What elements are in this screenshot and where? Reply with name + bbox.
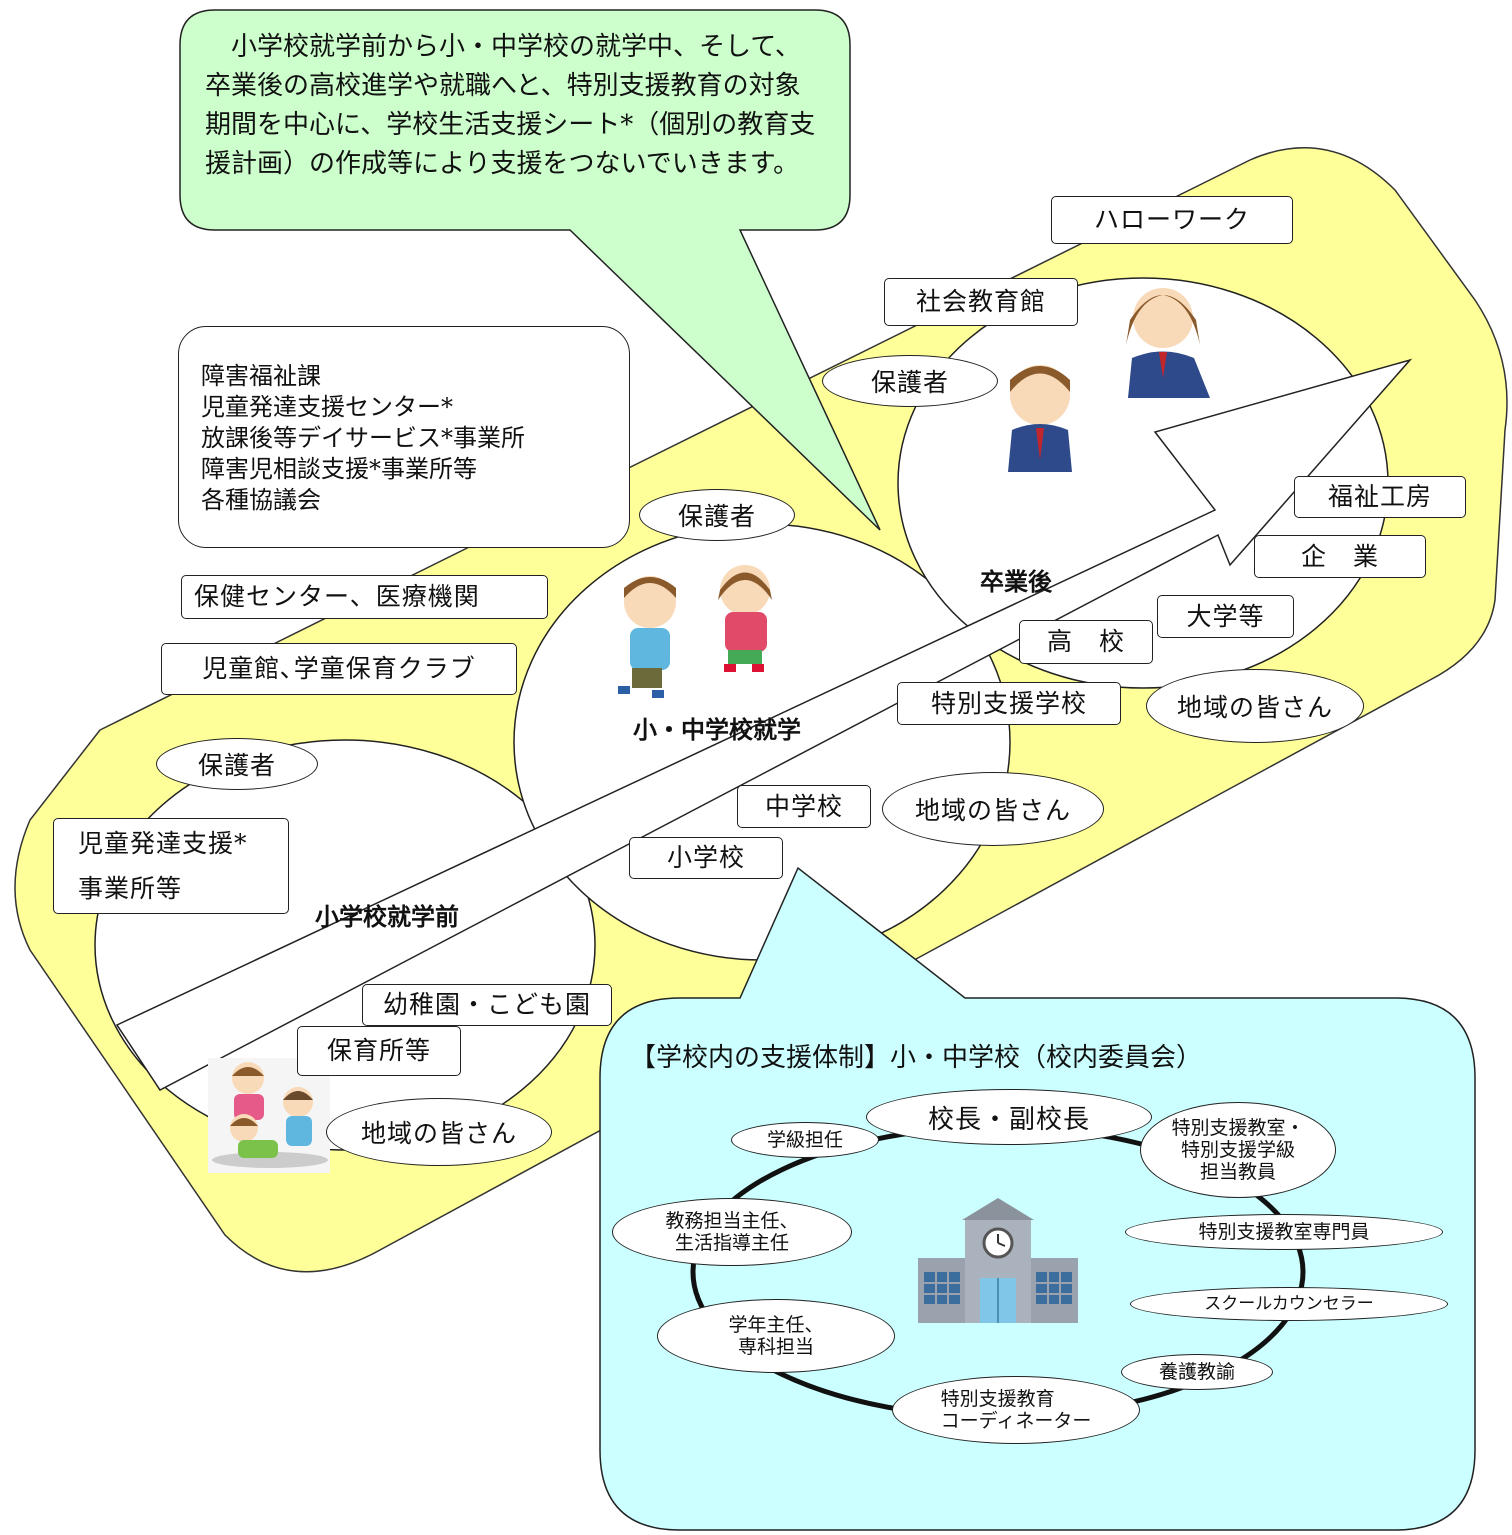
- guardian-ellipse-preschool: 保護者: [156, 738, 318, 790]
- homeroom-ellipse: 学級担任: [731, 1122, 879, 1158]
- social-ed-hall-label: 社会教育館: [884, 278, 1078, 326]
- health-center-label: 保健センター、医療機関: [181, 575, 548, 619]
- junior-high-label: 中学校: [737, 785, 871, 828]
- welfare-agencies-box: 障害福祉課 児童発達支援センター* 放課後等デイサービス*事業所 障害児相談支援…: [178, 326, 630, 548]
- special-room-teacher-ellipse: 特別支援教室・ 特別支援学級 担当教員: [1140, 1102, 1336, 1198]
- hello-work-label: ハローワーク: [1051, 196, 1293, 244]
- child-dev-support-label: 児童発達支援* 事業所等: [53, 818, 289, 914]
- nurse-teacher-ellipse: 養護教諭: [1121, 1354, 1273, 1390]
- school-support-title: 【学校内の支援体制】小・中学校（校内委員会）: [630, 1043, 1203, 1073]
- special-school-label: 特別支援学校: [897, 682, 1121, 725]
- guardian-ellipse-graduation: 保護者: [822, 355, 998, 407]
- special-room-staff-ellipse: 特別支援教室専門員: [1125, 1214, 1443, 1250]
- counselor-ellipse: スクールカウンセラー: [1130, 1287, 1448, 1321]
- principal-ellipse: 校長・副校長: [866, 1089, 1152, 1145]
- guardian-ellipse-school: 保護者: [639, 489, 795, 541]
- grade-lead-ellipse: 学年主任、 専科担当: [657, 1299, 895, 1373]
- childrens-hall-label: 児童館､学童保育クラブ: [161, 643, 517, 695]
- community-ellipse-school: 地域の皆さん: [882, 772, 1104, 846]
- stage-title-school: 小・中学校就学: [633, 716, 801, 744]
- academic-lead-ellipse: 教務担当主任、 生活指導主任: [612, 1198, 852, 1266]
- young-adults-illustration: [1008, 288, 1210, 472]
- stage-title-preschool: 小学校就学前: [315, 903, 459, 931]
- coordinator-ellipse: 特別支援教育 コーディネーター: [892, 1376, 1140, 1444]
- kindergarten-label: 幼稚園・こども園: [362, 984, 612, 1026]
- green-speech-bubble: [179, 9, 881, 531]
- children-running-illustration: [618, 565, 772, 698]
- community-ellipse-preschool: 地域の皆さん: [326, 1098, 552, 1166]
- kids-playing-illustration: [208, 1058, 330, 1173]
- stage-title-graduation: 卒業後: [980, 568, 1052, 596]
- company-label: 企 業: [1254, 535, 1426, 578]
- progress-arrow: [115, 358, 1413, 1091]
- high-school-label: 高 校: [1019, 620, 1153, 664]
- university-label: 大学等: [1157, 595, 1294, 638]
- nursery-label: 保育所等: [297, 1026, 461, 1076]
- elementary-label: 小学校: [629, 837, 783, 879]
- school-building-icon: [918, 1198, 1078, 1323]
- speech-top-text: 小学校就学前から小・中学校の就学中、そして、卒業後の高校進学や就職へと、特別支援…: [205, 32, 816, 179]
- welfare-workshop-label: 福祉工房: [1294, 476, 1466, 518]
- community-ellipse-graduation: 地域の皆さん: [1146, 669, 1364, 743]
